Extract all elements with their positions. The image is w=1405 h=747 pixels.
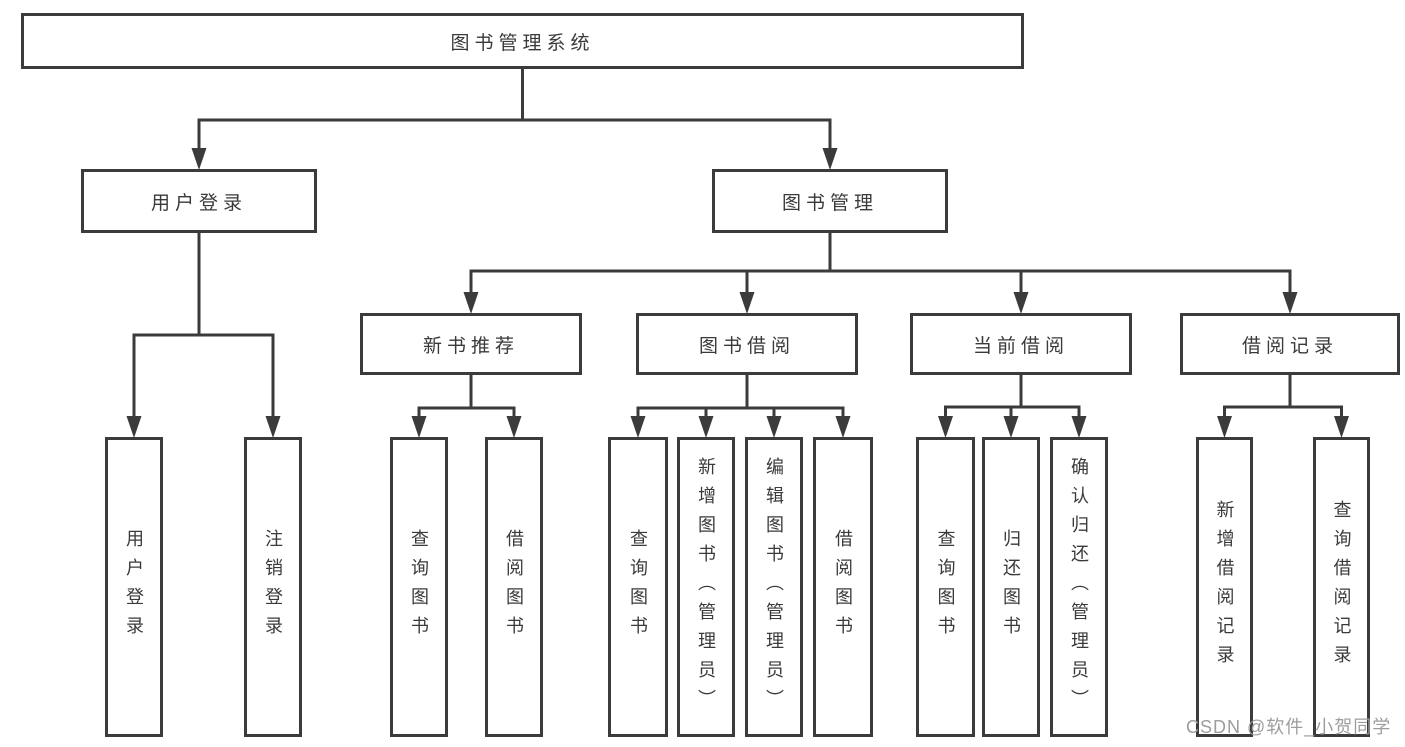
- node-current: 当前借阅: [910, 313, 1132, 375]
- node-records-add: 新增借阅记录: [1196, 437, 1253, 737]
- node-login-logout: 注销登录: [244, 437, 302, 737]
- node-borrow-borrow: 借阅图书: [813, 437, 873, 737]
- node-login: 用户登录: [81, 169, 317, 233]
- node-borrow-edit: 编辑图书（管理员）: [745, 437, 803, 737]
- node-newbook-query: 查询图书: [390, 437, 448, 737]
- node-newbook-borrow: 借阅图书: [485, 437, 543, 737]
- node-borrow: 图书借阅: [636, 313, 858, 375]
- node-login-user: 用户登录: [105, 437, 163, 737]
- node-current-query: 查询图书: [916, 437, 975, 737]
- node-mgmt: 图书管理: [712, 169, 948, 233]
- node-current-confirm: 确认归还（管理员）: [1050, 437, 1108, 737]
- node-newbook: 新书推荐: [360, 313, 582, 375]
- node-records: 借阅记录: [1180, 313, 1400, 375]
- node-root: 图书管理系统: [21, 13, 1024, 69]
- node-borrow-query: 查询图书: [608, 437, 668, 737]
- node-borrow-add: 新增图书（管理员）: [677, 437, 735, 737]
- node-current-return: 归还图书: [982, 437, 1040, 737]
- node-records-query: 查询借阅记录: [1313, 437, 1370, 737]
- watermark: CSDN @软件_小贺同学: [1186, 717, 1392, 737]
